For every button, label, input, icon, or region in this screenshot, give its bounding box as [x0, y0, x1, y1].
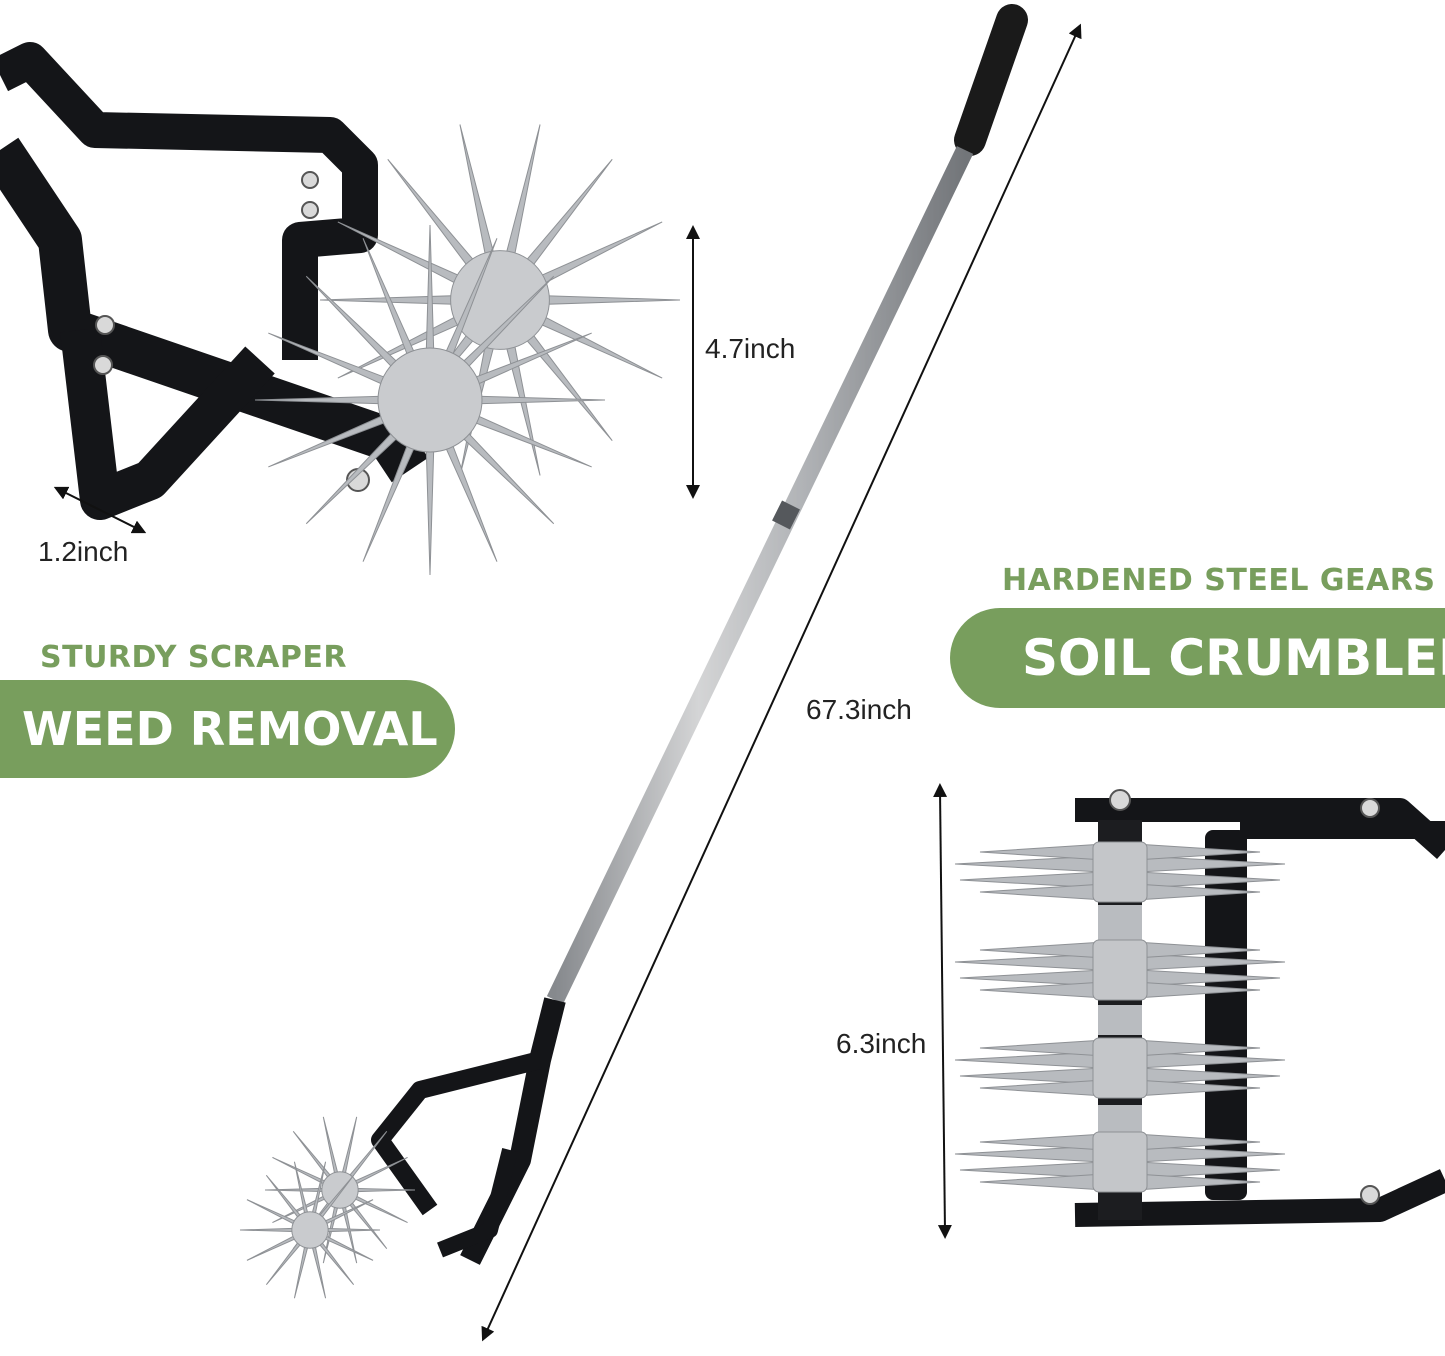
- tine-hub: [1092, 939, 1148, 1001]
- spike: [454, 424, 555, 525]
- spike: [265, 1239, 304, 1286]
- rotor-hub: [450, 250, 550, 350]
- total-length-arrow: [481, 23, 1082, 1342]
- spike: [293, 1242, 310, 1299]
- closeup-rotor-spikes: [254, 124, 681, 576]
- spike: [387, 158, 481, 275]
- spike: [316, 1239, 355, 1286]
- left-feature-label: WEED REMOVAL: [22, 702, 438, 756]
- spike: [346, 1199, 388, 1249]
- blade-width-arrow: [53, 486, 147, 534]
- left-feature-subtitle: STURDY SCRAPER: [40, 640, 347, 675]
- spike: [272, 1157, 329, 1187]
- spike: [265, 1174, 304, 1221]
- tine-width-arrow: [933, 783, 952, 1239]
- spike: [305, 275, 406, 376]
- spike: [310, 1242, 327, 1299]
- right-feature-label: SOIL CRUMBLER: [1022, 629, 1445, 687]
- spike: [322, 1116, 340, 1178]
- spike: [264, 1187, 327, 1193]
- right-feature-pill: SOIL CRUMBLER: [950, 608, 1445, 708]
- spike: [503, 124, 541, 265]
- rotor-hub: [291, 1211, 329, 1249]
- total-length-label: 67.3inch: [806, 694, 912, 725]
- spike: [425, 224, 435, 361]
- blade-width-label: 1.2inch: [38, 536, 129, 567]
- rotor-hub: [377, 347, 483, 453]
- spike: [519, 158, 613, 275]
- spike: [340, 1116, 358, 1178]
- tine-assembly: [954, 789, 1445, 1227]
- spike: [459, 124, 497, 265]
- tine-hub: [1092, 841, 1148, 903]
- right-feature-subtitle: HARDENED STEEL GEARS: [1002, 563, 1436, 598]
- closeup-rotor-frame: [0, 42, 681, 576]
- spike: [292, 1131, 334, 1181]
- spike: [469, 395, 606, 405]
- tine-hub: [1092, 1037, 1148, 1099]
- spike: [239, 1227, 297, 1233]
- spike: [537, 294, 681, 306]
- rotor-height-label: 4.7inch: [705, 333, 796, 364]
- spike: [425, 439, 435, 576]
- tine-width-label: 6.3inch: [836, 1028, 927, 1059]
- tool-rotor-spikes: [239, 1116, 416, 1299]
- left-feature-pill: WEED REMOVAL: [0, 680, 455, 778]
- tine-hub: [1092, 1131, 1148, 1193]
- spike: [351, 1193, 408, 1223]
